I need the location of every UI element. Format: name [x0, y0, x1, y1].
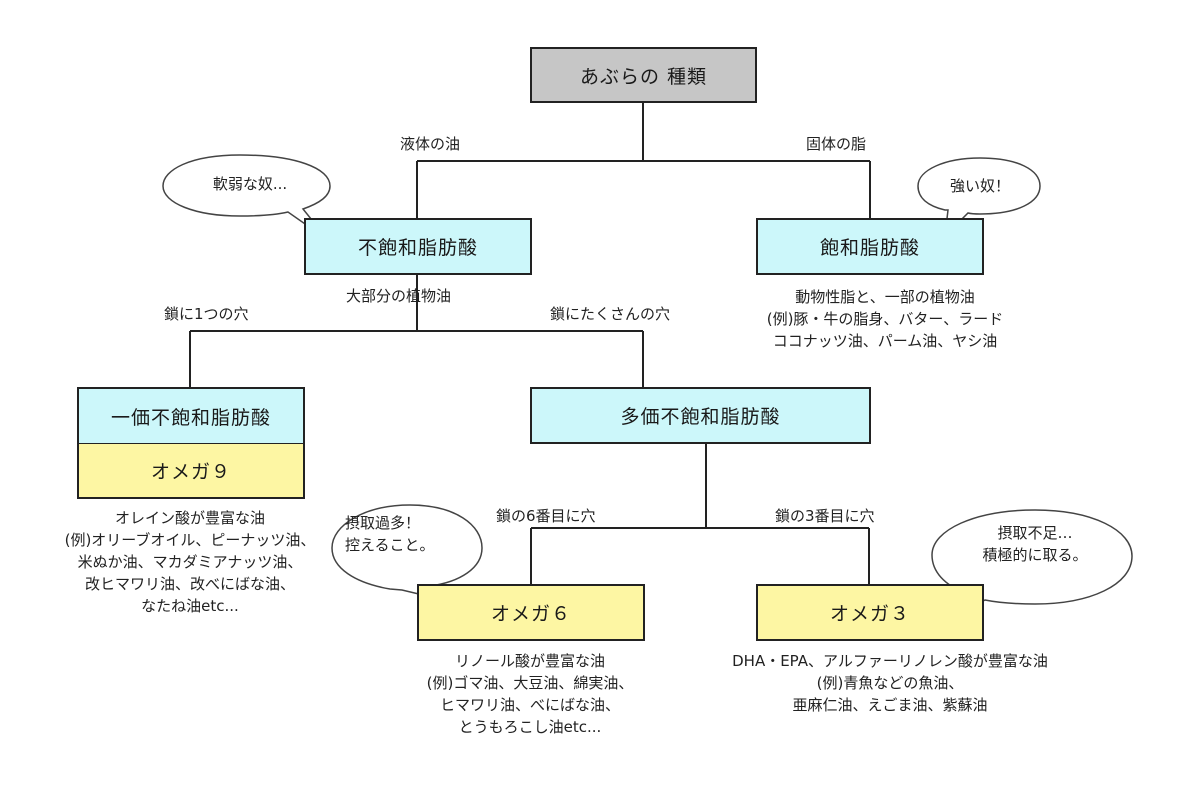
- bubble-omega3-line: 摂取不足…: [997, 524, 1073, 542]
- mono-desc-line: オレイン酸が豊富な油: [114, 509, 265, 527]
- unsaturated-subtitle: 大部分の植物油: [346, 287, 452, 305]
- bubble-strong-shape: [917, 157, 1041, 239]
- omega6-desc-line: リノール酸が豊富な油: [454, 652, 605, 670]
- mono-title: 一価不飽和脂肪酸: [110, 406, 271, 429]
- bubble-omega3-text: 摂取不足… 積極的に取る。: [960, 522, 1110, 566]
- bubble-strong-text: 強い奴！: [949, 177, 1010, 195]
- bubble-omega3-line: 積極的に取る。: [982, 546, 1088, 564]
- mono-desc-line: 改ヒマワリ油、改べにばな油、: [84, 575, 295, 593]
- omega3-description: DHA・EPA、アルファーリノレン酸が豊富な油 (例)青魚などの魚油、 亜麻仁油…: [700, 650, 1080, 716]
- bubble-omega6-shape: [331, 504, 483, 606]
- mono-desc-line: (例)オリーブオイル、ピーナッツ油、: [64, 531, 316, 549]
- omega3-desc-line: (例)青魚などの魚油、: [816, 674, 964, 692]
- bubble-weak-shape: [162, 154, 331, 241]
- bubble-omega6-line: 控えること。: [345, 536, 435, 554]
- saturated-desc-line: ココナッツ油、パーム油、ヤシ油: [772, 332, 998, 350]
- poly-title: 多価不飽和脂肪酸: [620, 406, 781, 428]
- root-title: あぶらの 種類: [579, 65, 708, 88]
- omega9-title: オメガ９: [150, 461, 231, 483]
- omega3-desc-line: DHA・EPA、アルファーリノレン酸が豊富な油: [732, 652, 1048, 670]
- omega6-box: オメガ６: [417, 584, 645, 641]
- omega9-box: オメガ９: [77, 443, 305, 499]
- bubble-omega6-line: 摂取過多！: [345, 514, 421, 532]
- connector-unsaturated: [189, 274, 644, 388]
- root-box: あぶらの 種類: [530, 47, 757, 103]
- bubble-omega6-text: 摂取過多！ 控えること。: [345, 512, 455, 556]
- monounsaturated-box: 一価不飽和脂肪酸: [77, 387, 305, 444]
- connector-root: [416, 101, 871, 219]
- omega6-desc-line: とうもろこし油etc...: [458, 718, 602, 736]
- omega6-title: オメガ６: [490, 603, 571, 625]
- branch-solid-label: 固体の脂: [806, 135, 867, 153]
- saturated-title: 飽和脂肪酸: [819, 237, 920, 259]
- polyunsaturated-box: 多価不飽和脂肪酸: [530, 387, 871, 444]
- mono-desc-line: なたね油etc...: [141, 597, 239, 615]
- unsaturated-title: 不飽和脂肪酸: [357, 237, 478, 259]
- branch-many-holes-label: 鎖にたくさんの穴: [550, 305, 671, 323]
- bubble-weak-text: 軟弱な奴...: [212, 175, 288, 193]
- omega6-description: リノール酸が豊富な油 (例)ゴマ油、大豆油、綿実油、 ヒマワリ油、べにばな油、 …: [390, 650, 670, 738]
- omega3-box: オメガ３: [756, 584, 984, 641]
- saturated-description: 動物性脂と、一部の植物油 (例)豚・牛の脂身、バター、ラード ココナッツ油、パー…: [740, 286, 1030, 352]
- branch-3rd-hole-label: 鎖の3番目に穴: [775, 507, 875, 525]
- connector-poly: [530, 443, 870, 585]
- saturated-fatty-acid-box: 飽和脂肪酸: [756, 218, 984, 275]
- branch-6th-hole-label: 鎖の6番目に穴: [496, 507, 596, 525]
- branch-one-hole-label: 鎖に1つの穴: [164, 305, 249, 323]
- omega6-desc-line: (例)ゴマ油、大豆油、綿実油、: [426, 674, 634, 692]
- saturated-desc-line: 動物性脂と、一部の植物油: [795, 288, 975, 306]
- omega3-title: オメガ３: [829, 603, 910, 625]
- branch-liquid-label: 液体の油: [400, 135, 461, 153]
- saturated-desc-line: (例)豚・牛の脂身、バター、ラード: [766, 310, 1004, 328]
- unsaturated-fatty-acid-box: 不飽和脂肪酸: [304, 218, 532, 275]
- omega6-desc-line: ヒマワリ油、べにばな油、: [439, 696, 620, 714]
- mono-description: オレイン酸が豊富な油 (例)オリーブオイル、ピーナッツ油、 米ぬか油、マカダミア…: [40, 507, 340, 617]
- mono-desc-line: 米ぬか油、マカダミアナッツ油、: [77, 553, 303, 571]
- omega3-desc-line: 亜麻仁油、えごま油、紫蘇油: [792, 696, 988, 714]
